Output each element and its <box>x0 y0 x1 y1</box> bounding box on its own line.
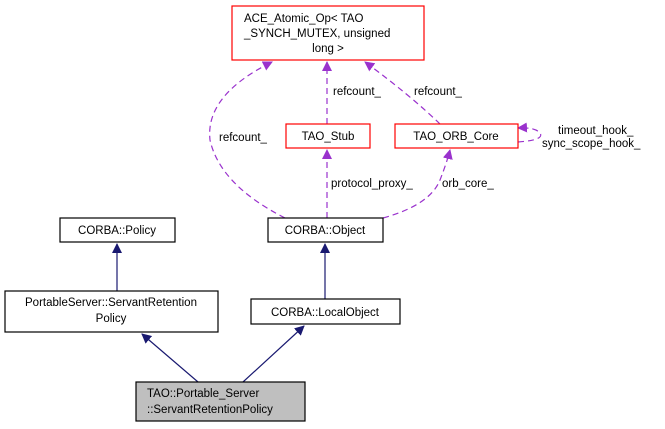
node-tao-portable-server-servantretentionpolicy: TAO::Portable_Server ::ServantRetentionP… <box>135 381 306 422</box>
node-label-line: CORBA::Policy <box>78 225 156 237</box>
node-tao-orb-core[interactable]: TAO_ORB_Core <box>394 123 519 149</box>
node-portableserver-servantretention-policy[interactable]: PortableServer::ServantRetention Policy <box>4 290 219 333</box>
node-label-line: ::ServantRetentionPolicy <box>147 404 273 416</box>
node-label-line: Policy <box>96 313 127 325</box>
inheritance-edges <box>112 243 330 383</box>
node-tao-stub[interactable]: TAO_Stub <box>285 123 371 149</box>
edge-orbcore-self <box>517 122 542 143</box>
node-label-line: _SYNCH_MUTEX, unsigned <box>243 28 390 40</box>
edge-focus-to-psrp <box>141 333 199 383</box>
node-label-line: TAO_ORB_Core <box>413 131 498 143</box>
node-label-line: CORBA::Object <box>285 225 366 237</box>
edge-orbcore-to-ace <box>364 61 441 125</box>
label-object-refcount: refcount_ <box>219 132 268 144</box>
label-timeout-hook: timeout_hook_ <box>558 125 634 137</box>
node-ace-atomic-op[interactable]: ACE_Atomic_Op< TAO _SYNCH_MUTEX, unsigne… <box>231 5 425 61</box>
edge-labels: refcount_ refcount_ refcount_ timeout_ho… <box>219 86 641 190</box>
node-corba-object[interactable]: CORBA::Object <box>267 217 384 243</box>
edge-focus-to-localobject <box>242 325 305 383</box>
node-label-line: TAO::Portable_Server <box>147 388 259 400</box>
label-stub-refcount: refcount_ <box>333 86 382 98</box>
label-sync-scope-hook: sync_scope_hook_ <box>542 138 641 150</box>
edge-object-to-orbcore <box>382 149 453 219</box>
edge-object-to-ace <box>209 61 286 219</box>
node-corba-localobject[interactable]: CORBA::LocalObject <box>250 298 401 325</box>
node-label-line: ACE_Atomic_Op< TAO <box>244 13 363 25</box>
usage-edges <box>209 61 542 219</box>
label-orb-core: orb_core_ <box>442 178 494 190</box>
label-orbcore-refcount: refcount_ <box>414 86 463 98</box>
node-label-line: TAO_Stub <box>302 131 355 143</box>
node-label-line: PortableServer::ServantRetention <box>25 297 197 309</box>
node-label-line: long > <box>312 43 344 55</box>
label-protocol-proxy: protocol_proxy_ <box>331 178 413 190</box>
node-corba-policy[interactable]: CORBA::Policy <box>59 217 176 243</box>
node-label-line: CORBA::LocalObject <box>271 307 380 319</box>
